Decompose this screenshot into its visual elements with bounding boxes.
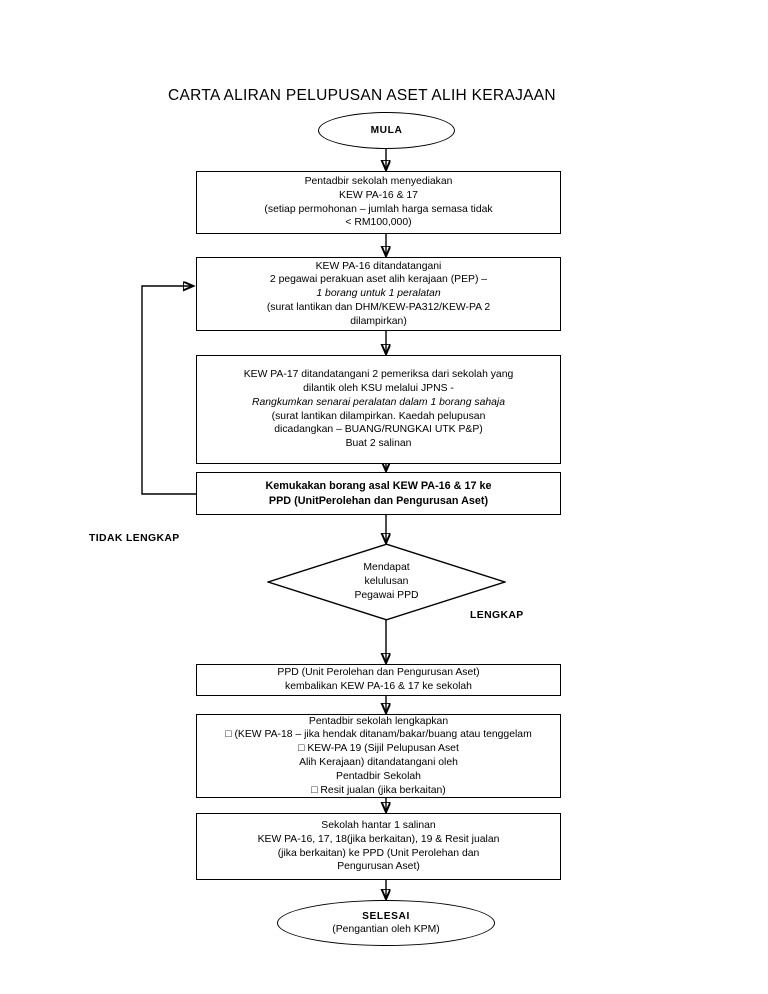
p6-line-5: Pentadbir Sekolah bbox=[336, 770, 421, 782]
process-box-prepare-forms-text: Pentadbir sekolah menyediakan KEW PA-16 … bbox=[264, 175, 493, 229]
process-box-submit-original-forms-text: Kemukakan borang asal KEW PA-16 & 17 ke … bbox=[265, 479, 492, 507]
terminator-start: MULA bbox=[318, 112, 455, 149]
process-box-school-send-copy: Sekolah hantar 1 salinan KEW PA-16, 17, … bbox=[196, 813, 561, 880]
p6-line-3: □ KEW-PA 19 (Sijil Pelupusan Aset bbox=[298, 743, 459, 755]
p3-line-6: Buat 2 salinan bbox=[345, 438, 412, 450]
process-box-kew-pa16-signed-text: KEW PA-16 ditandatangani 2 pegawai perak… bbox=[197, 260, 560, 329]
process-box-kew-pa17-signed-text: KEW PA-17 ditandatangani 2 pemeriksa dar… bbox=[197, 368, 560, 451]
process-box-submit-original-forms: Kemukakan borang asal KEW PA-16 & 17 ke … bbox=[196, 472, 561, 515]
terminator-end: SELESAI (Pengantian oleh KPM) bbox=[277, 900, 495, 946]
process-box-complete-documents-text: Pentadbir sekolah lengkapkan □ (KEW PA-1… bbox=[197, 715, 560, 798]
process-box-prepare-forms: Pentadbir sekolah menyediakan KEW PA-16 … bbox=[196, 171, 561, 234]
edge-feedback-loop-tidak-lengkap bbox=[141, 286, 196, 495]
process-box-kew-pa16-signed: KEW PA-16 ditandatangani 2 pegawai perak… bbox=[196, 257, 561, 331]
branch-label-tidak-lengkap: TIDAK LENGKAP bbox=[89, 533, 180, 544]
p2-line-4: (surat lantikan dan DHM/KEW-PA312/KEW-PA… bbox=[266, 301, 491, 313]
p3-line-2: dilantik oleh KSU melalui JPNS - bbox=[303, 382, 454, 394]
p6-line-6: □ Resit jualan (jika berkaitan) bbox=[311, 784, 446, 796]
p2-line-3-italic: 1 borang untuk 1 peralatan bbox=[316, 288, 441, 300]
p3-line-3-italic: Rangkumkan senarai peralatan dalam 1 bor… bbox=[251, 396, 505, 408]
process-box-complete-documents: Pentadbir sekolah lengkapkan □ (KEW PA-1… bbox=[196, 714, 561, 798]
terminator-start-label: MULA bbox=[370, 124, 403, 136]
p3-line-1: KEW PA-17 ditandatangani 2 pemeriksa dar… bbox=[243, 369, 514, 381]
process-box-kew-pa17-signed: KEW PA-17 ditandatangani 2 pemeriksa dar… bbox=[196, 355, 561, 464]
p2-line-2: 2 pegawai perakuan aset alih kerajaan (P… bbox=[269, 274, 488, 286]
p6-line-1: Pentadbir sekolah lengkapkan bbox=[308, 715, 449, 727]
p3-line-5: dicadangkan – BUANG/RUNGKAI UTK P&P) bbox=[274, 424, 483, 436]
decision-diamond-shape bbox=[267, 543, 506, 621]
p6-line-4: Alih Kerajaan) ditandatangani oleh bbox=[299, 757, 458, 768]
chart-title: CARTA ALIRAN PELUPUSAN ASET ALIH KERAJAA… bbox=[168, 87, 556, 104]
p2-line-5: dilampirkan) bbox=[350, 315, 407, 327]
branch-label-lengkap: LENGKAP bbox=[470, 610, 524, 621]
process-box-ppd-return-forms-text: PPD (Unit Perolehan dan Pengurusan Aset)… bbox=[277, 667, 480, 692]
terminator-end-sublabel: (Pengantian oleh KPM) bbox=[332, 923, 440, 935]
terminator-end-label: SELESAI bbox=[362, 910, 410, 922]
terminator-end-content: SELESAI (Pengantian oleh KPM) bbox=[332, 910, 439, 937]
process-box-school-send-copy-text: Sekolah hantar 1 salinan KEW PA-16, 17, … bbox=[257, 819, 500, 873]
p2-line-1: KEW PA-16 ditandatangani bbox=[315, 260, 442, 272]
process-box-ppd-return-forms: PPD (Unit Perolehan dan Pengurusan Aset)… bbox=[196, 664, 561, 696]
p3-line-4: (surat lantikan dilampirkan. Kaedah pelu… bbox=[271, 410, 486, 422]
p6-line-2: □ (KEW PA-18 – jika hendak ditanam/bakar… bbox=[225, 729, 532, 741]
